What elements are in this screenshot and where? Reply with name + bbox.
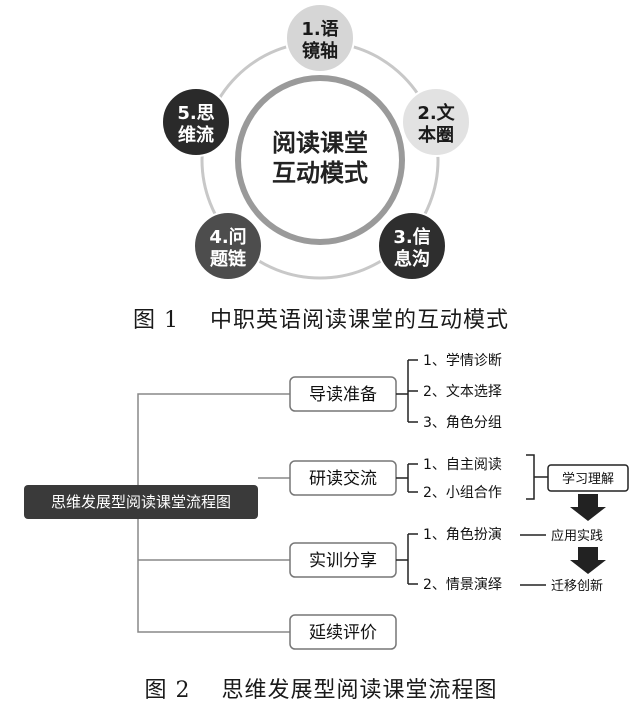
- cycle-node-label-line1: 1.语: [301, 19, 338, 40]
- figure1-cycle-diagram: 阅读课堂 互动模式 1.语镜轴 2.文本圈 3.信息沟 4.问题链 5.思维流: [161, 3, 471, 281]
- cycle-node-5: 5.思维流: [161, 87, 231, 157]
- trunk-to-branch-1: [137, 393, 290, 485]
- stage-label-3: 迁移创新: [551, 578, 603, 594]
- cycle-node-label-line1: 3.信: [393, 226, 430, 248]
- item-2-2: 2、小组合作: [423, 485, 502, 501]
- stage-box-1: [547, 464, 629, 492]
- item-1-2: 2、文本选择: [423, 384, 502, 400]
- cycle-node-4: 4.问题链: [193, 211, 263, 281]
- figure2-caption: 图 2 思维发展型阅读课堂流程图: [145, 678, 498, 703]
- cycle-node-label-line2: 维流: [178, 124, 214, 146]
- cycle-node-circle: [161, 87, 231, 157]
- figure2-flowchart: 思维发展型阅读课堂流程图 导读准备 研读交流 实训分享 延续评价 1、学情诊断 …: [24, 353, 629, 650]
- root-node: [24, 485, 258, 519]
- center-label-line2: 互动模式: [272, 159, 368, 187]
- bracket-stage-1: [526, 454, 548, 500]
- branch-label-1: 导读准备: [309, 385, 377, 405]
- trunk-to-branch-4: [137, 519, 290, 633]
- center-label-line1: 阅读课堂: [272, 129, 368, 157]
- cycle-node-label-line2: 题链: [210, 248, 247, 270]
- cycle-node-2: 2.文本圈: [401, 87, 471, 157]
- cycle-node-1: 1.语镜轴: [285, 3, 355, 73]
- item-3-1: 1、角色扮演: [423, 526, 502, 543]
- item-2-1: 1、自主阅读: [423, 456, 502, 473]
- arrow-down-icon: [570, 547, 606, 574]
- bracket-branch-1: [396, 359, 418, 423]
- cycle-node-label-line1: 5.思: [177, 103, 214, 124]
- cycle-node-circle: [193, 211, 263, 281]
- cycle-node-label-line2: 息沟: [394, 248, 430, 270]
- branch-label-4: 延续评价: [309, 623, 377, 643]
- arrow-down-icon: [570, 494, 606, 521]
- stage-label-2: 应用实践: [551, 528, 603, 544]
- root-label: 思维发展型阅读课堂流程图: [51, 493, 231, 511]
- cycle-node-label-line1: 2.文: [417, 102, 455, 124]
- cycle-node-label-line2: 本圈: [418, 124, 454, 146]
- cycle-node-label-line2: 镜轴: [302, 40, 338, 62]
- center-circle: [235, 75, 405, 245]
- item-1-3: 3、角色分组: [423, 414, 502, 431]
- branch-label-3: 实训分享: [309, 551, 377, 571]
- bracket-branch-3: [396, 533, 418, 585]
- bracket-branch-2: [396, 463, 418, 493]
- figure1-caption: 图 1 中职英语阅读课堂的互动模式: [133, 308, 509, 333]
- cycle-node-label-line1: 4.问: [209, 227, 246, 248]
- branch-label-2: 研读交流: [309, 469, 377, 489]
- stage-label-1: 学习理解: [562, 471, 614, 487]
- cycle-node-circle: [377, 211, 447, 281]
- cycle-nodes: 1.语镜轴 2.文本圈 3.信息沟 4.问题链 5.思维流: [161, 3, 471, 281]
- cycle-node-3: 3.信息沟: [377, 211, 447, 281]
- cycle-node-circle: [285, 3, 355, 73]
- cycle-node-circle: [401, 87, 471, 157]
- item-3-2: 2、情景演绎: [423, 577, 502, 593]
- branch-box-4: [289, 614, 397, 650]
- item-1-1: 1、学情诊断: [423, 353, 502, 369]
